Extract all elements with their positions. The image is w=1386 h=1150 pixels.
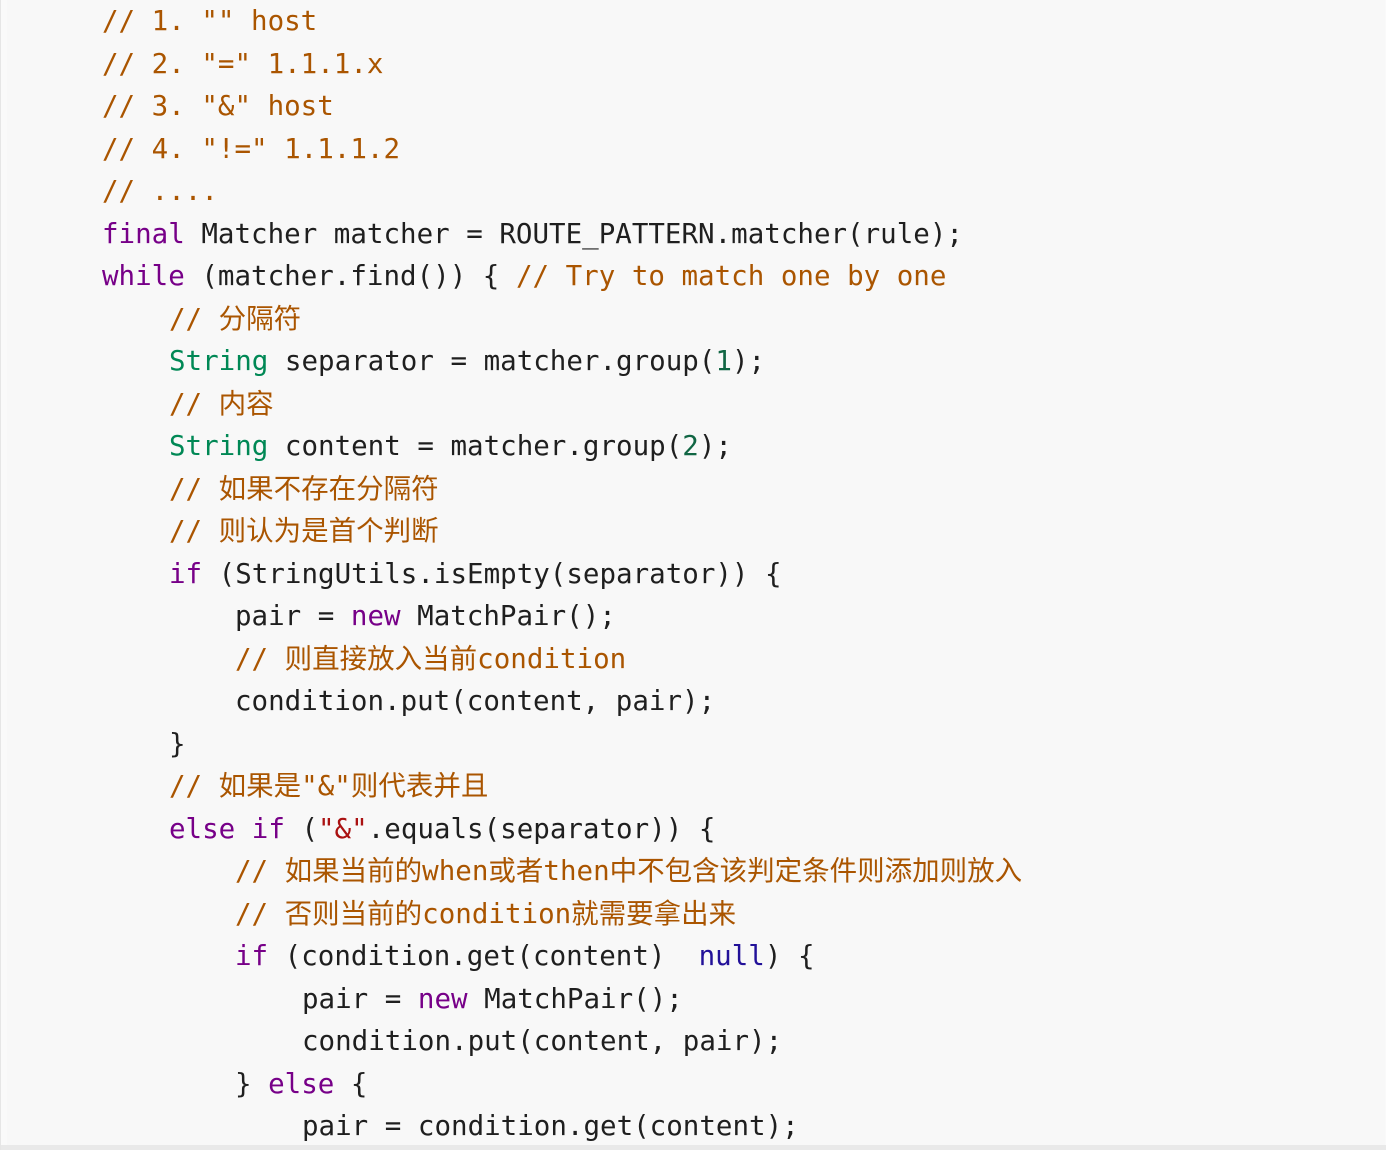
code-line: condition.put(content, pair); [7,680,1022,723]
code-line: // 则认为是首个判断 [7,510,1022,553]
code-token-plain: pair = condition.get(content); [302,1110,799,1142]
code-token-comment: // 3. "&" host [102,90,334,122]
code-line: // 1. "" host [7,0,1022,43]
code-line: // 如果是"&"则代表并且 [7,765,1022,808]
code-line: String content = matcher.group(2); [7,425,1022,468]
code-line: // 如果不存在分隔符 [7,468,1022,511]
code-line: condition.put(content, pair); [7,1020,1022,1063]
code-token-keyword: else [268,1067,335,1100]
code-token-comment: // 4. "!=" 1.1.1.2 [102,132,401,165]
code-line: pair = new MatchPair(); [7,595,1022,638]
code-line: // 2. "=" 1.1.1.x [7,43,1022,86]
code-token-plain: ) { [764,940,815,972]
code-line: if (condition.get(content) null) { [7,935,1022,978]
code-token-comment: // 如果是"&"则代表并且 [169,770,489,802]
code-token-plain: } [235,1067,269,1100]
code-token-comment: // 分隔符 [169,302,302,335]
code-line: // 4. "!=" 1.1.1.2 [7,128,1022,171]
code-token-plain: condition.put(content, pair); [235,685,716,717]
code-token-plain: (StringUtils.isEmpty(separator)) { [202,557,782,590]
code-token-type: String [169,345,269,377]
code-token-plain: pair = [235,600,351,632]
code-token-plain: Matcher matcher = ROUTE_PATTERN.matcher(… [184,217,963,250]
code-token-comment: // 则认为是首个判断 [169,515,439,547]
code-token-plain: content = matcher.group( [268,430,683,462]
code-line: if (StringUtils.isEmpty(separator)) { [7,553,1022,596]
code-token-string: "&" [318,812,368,845]
code-line: // .... [7,170,1022,213]
code-token-plain: } [169,727,186,760]
code-token-comment: // 如果当前的when或者then中不包含该判定条件则添加则放入 [235,855,1023,887]
code-token-comment: // 否则当前的condition就需要拿出来 [235,897,737,930]
code-line: } else { [7,1063,1022,1106]
code-line: // 则直接放入当前condition [7,638,1022,681]
code-line: final Matcher matcher = ROUTE_PATTERN.ma… [7,213,1022,256]
code-token-keyword: if [235,940,269,972]
code-token-keyword: final [102,217,185,250]
code-token-plain: .equals(separator)) { [367,812,716,845]
code-token-number: 2 [682,430,699,462]
code-line: // 3. "&" host [7,85,1022,128]
code-token-plain: ); [731,345,766,377]
code-line: while (matcher.find()) { // Try to match… [7,255,1022,298]
code-token-atom: null [698,940,765,972]
code-line: String separator = matcher.group(1); [7,340,1022,383]
code-token-comment: // 如果不存在分隔符 [169,472,439,505]
code-token-plain: MatchPair(); [467,982,683,1015]
code-line: // 如果当前的when或者then中不包含该判定条件则添加则放入 [7,850,1022,893]
code-token-comment: // 1. "" host [102,5,318,37]
code-line: else if ("&".equals(separator)) { [7,808,1022,851]
code-token-keyword: while [102,260,185,292]
code-token-plain: pair = [302,982,418,1015]
code-token-keyword: new [417,982,468,1015]
code-token-plain: ( [284,812,319,845]
code-line: // 内容 [7,383,1022,426]
code-token-comment: // Try to match one by one [515,260,947,292]
code-line: // 分隔符 [7,298,1022,341]
code-line: pair = condition.get(content); [7,1105,1022,1148]
code-line: pair = new MatchPair(); [7,978,1022,1021]
code-block: // 1. "" host // 2. "=" 1.1.1.x // 3. "&" … [7,0,1385,1145]
code-token-number: 1 [715,345,732,377]
code-token-keyword: if [169,557,203,590]
code-token-comment: // 2. "=" 1.1.1.x [102,47,384,80]
code-listing: // 1. "" host // 2. "=" 1.1.1.x // 3. "&" … [7,0,1022,1148]
code-token-keyword: else if [169,812,285,845]
code-token-plain: condition.put(content, pair); [302,1025,783,1057]
code-line: // 否则当前的condition就需要拿出来 [7,893,1022,936]
code-token-type: String [169,430,269,462]
code-token-comment: // 内容 [169,387,274,420]
code-token-keyword: new [350,600,401,632]
code-token-plain: (condition.get(content) [268,940,699,972]
code-line: } [7,723,1022,766]
code-token-plain: MatchPair(); [400,600,616,632]
horizontal-scrollbar-track[interactable] [1,1145,1386,1150]
code-token-plain: ); [698,430,732,462]
code-token-comment: // 则直接放入当前condition [235,642,627,675]
code-token-plain: separator = matcher.group( [268,345,716,377]
code-token-plain: (matcher.find()) { [184,260,516,292]
code-token-comment: // .... [102,175,218,207]
code-token-plain: { [334,1067,368,1100]
